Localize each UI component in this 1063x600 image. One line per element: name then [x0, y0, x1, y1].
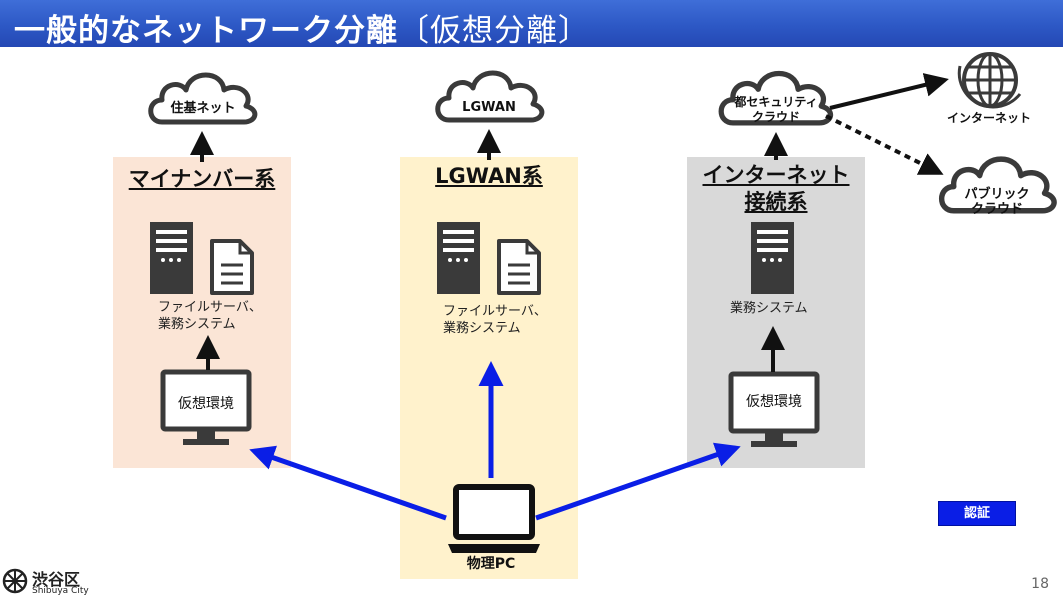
mynumber-caption-line2: 業務システム	[158, 317, 236, 332]
mynumber-caption: ファイルサーバ、 業務システム	[158, 299, 262, 333]
lgwan-caption-line2: 業務システム	[443, 321, 521, 336]
mynumber-title: マイナンバー系	[128, 167, 276, 191]
mynumber-caption-line1: ファイルサーバ、	[158, 300, 262, 315]
document-icon-lgwan	[497, 239, 541, 295]
security-cloud-label-line2: クラウド	[751, 110, 800, 124]
lgwan-caption-line1: ファイルサーバ、	[443, 304, 547, 319]
blue-arrow-to-mynumber	[249, 445, 447, 521]
shibuya-logo-icon	[2, 568, 28, 594]
monitor-icon-mynumber	[160, 369, 252, 445]
blue-arrow-to-internet	[535, 442, 741, 521]
public-cloud-label: パブリック クラウド	[950, 187, 1044, 217]
internet-title: インターネット 接続系	[687, 162, 865, 216]
logo-sub: Shibuya City	[32, 586, 89, 596]
globe-icon	[957, 52, 1022, 109]
internet-title-line1: インターネット	[702, 163, 850, 187]
lgwan-caption: ファイルサーバ、 業務システム	[443, 303, 547, 337]
juki-net-label: 住基ネット	[170, 101, 236, 116]
server-icon-mynumber	[150, 222, 193, 294]
title-bar: 一般的なネットワーク分離〔仮想分離〕	[0, 0, 1063, 50]
public-cloud-label-line1: パブリック	[964, 187, 1030, 202]
monitor-icon-internet	[728, 371, 820, 447]
internet-vm-label: 仮想環境	[746, 394, 802, 410]
document-icon-mynumber	[210, 239, 254, 295]
public-cloud-label-line2: クラウド	[970, 202, 1023, 217]
title-suffix: 〔仮想分離〕	[398, 13, 590, 49]
laptop-icon	[448, 484, 540, 553]
page-number: 18	[1031, 576, 1049, 592]
server-icon-internet	[751, 222, 794, 294]
arrow-to-internet	[829, 73, 949, 110]
internet-label: インターネット	[946, 111, 1031, 125]
server-icon-lgwan	[437, 222, 480, 294]
auth-button[interactable]: 認証	[938, 501, 1016, 526]
title-main: 一般的なネットワーク分離	[14, 13, 398, 49]
internet-caption: 業務システム	[730, 301, 808, 316]
physical-pc-label: 物理PC	[466, 556, 516, 572]
mynumber-vm-label: 仮想環境	[178, 396, 234, 412]
internet-title-line2: 接続系	[744, 190, 808, 214]
logo-name: 渋谷区	[32, 570, 81, 589]
lgwan-title: LGWAN系	[435, 164, 543, 188]
security-cloud-label-line1: 都セキュリティ	[734, 95, 818, 109]
slide-title: 一般的なネットワーク分離〔仮想分離〕	[14, 5, 590, 50]
lgwan-cloud-label: LGWAN	[462, 100, 516, 115]
security-cloud-label: 都セキュリティ クラウド	[722, 95, 830, 125]
